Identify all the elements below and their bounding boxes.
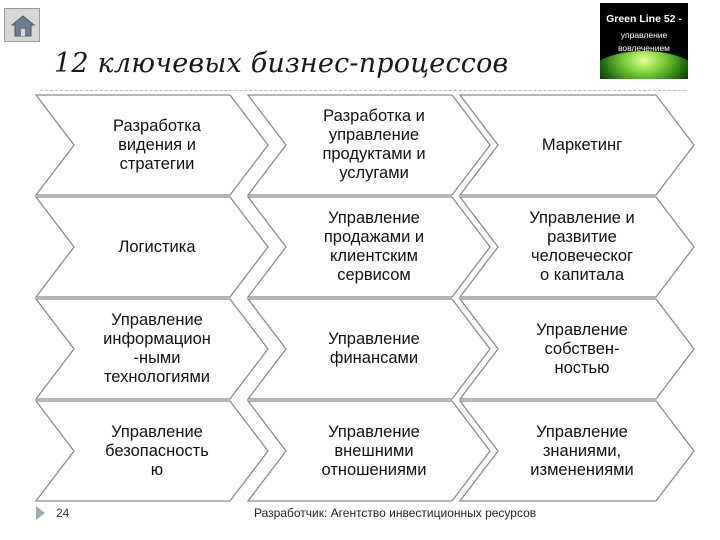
process-1-3: Маркетинг	[541, 135, 623, 154]
green-line-logo: Green Line 52 - управление вовлечением	[600, 3, 688, 79]
process-2-3: Управление и развитие человеческог о кап…	[529, 209, 635, 284]
chevron-2-2	[246, 196, 491, 298]
logo-line-1: Green Line 52 -	[606, 13, 682, 25]
process-3-1: Управление информацион -ными технологиям…	[103, 311, 211, 386]
process-3-2: Управление финансами	[328, 330, 420, 367]
process-4-3: Управление знаниями, изменениями	[530, 422, 634, 479]
logo-line-2: управление	[620, 30, 668, 40]
process-4-1: Управление безопасность ю	[105, 422, 209, 479]
logo-glow	[600, 51, 688, 79]
title-divider	[40, 90, 686, 91]
process-1-2: Разработка и управление продуктами и усл…	[322, 107, 426, 182]
chevron-1-2	[246, 94, 491, 196]
chevron-3-3	[458, 298, 695, 400]
page-number: 24	[56, 506, 70, 520]
process-1-1: Разработка видения и стратегии	[113, 116, 201, 173]
chevron-3-2	[246, 298, 491, 400]
home-icon	[10, 15, 36, 37]
logo-line-3: вовлечением	[617, 43, 671, 53]
process-3-3: Управление собствен- ностью	[536, 320, 628, 377]
chevron-2-1	[34, 196, 269, 298]
triangle-right-icon	[36, 506, 45, 520]
process-2-2: Управление продажами и клиентским сервис…	[323, 209, 425, 284]
footer-credit: Разработчик: Агентство инвестиционных ре…	[254, 506, 537, 520]
chevron-3-1	[34, 298, 269, 400]
process-4-2: Управление внешними отношениями	[321, 422, 427, 479]
home-button[interactable]	[4, 8, 40, 42]
chevron-4-1	[34, 400, 269, 502]
chevron-4-2	[246, 400, 491, 502]
page-title: 12 ключевых бизнес-процессов	[54, 48, 509, 79]
chevron-1-1	[34, 94, 269, 196]
chevron-2-3	[458, 196, 695, 298]
chevron-4-3	[458, 400, 695, 502]
process-2-1: Логистика	[118, 237, 196, 256]
chevron-1-3	[458, 94, 695, 196]
